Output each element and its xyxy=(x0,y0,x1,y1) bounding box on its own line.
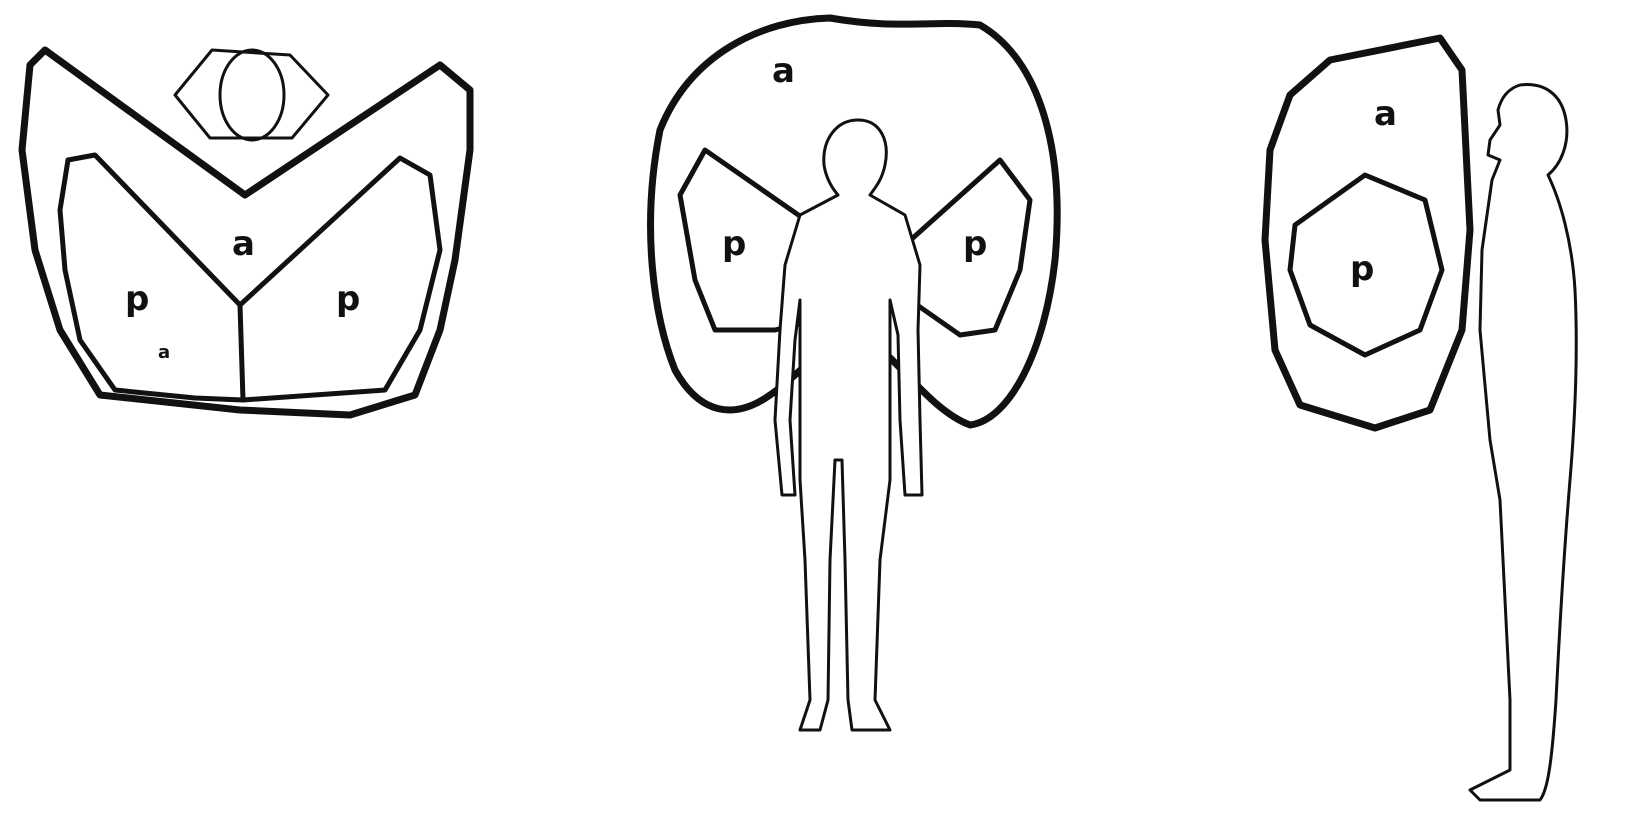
top-view-small-label: a xyxy=(158,342,170,363)
front-view-label-a: a xyxy=(772,51,795,91)
top-view-left-inner-zone xyxy=(60,155,243,400)
side-view-label-a: a xyxy=(1374,94,1397,134)
front-view-label-p-left: p xyxy=(722,224,746,264)
top-view-label-a: a xyxy=(232,224,255,264)
top-view-label-p-left: p xyxy=(125,279,149,319)
top-view-label-p-right: p xyxy=(336,279,360,319)
top-view: a p p a xyxy=(22,50,470,415)
top-view-head-circle xyxy=(220,50,284,140)
side-view-human[interactable] xyxy=(1470,85,1576,800)
front-view: a p p xyxy=(651,18,1058,730)
top-view-head xyxy=(175,50,328,138)
side-view-label-p: p xyxy=(1350,249,1374,289)
side-view: a p xyxy=(1265,38,1576,800)
front-view-label-p-right: p xyxy=(963,224,987,264)
